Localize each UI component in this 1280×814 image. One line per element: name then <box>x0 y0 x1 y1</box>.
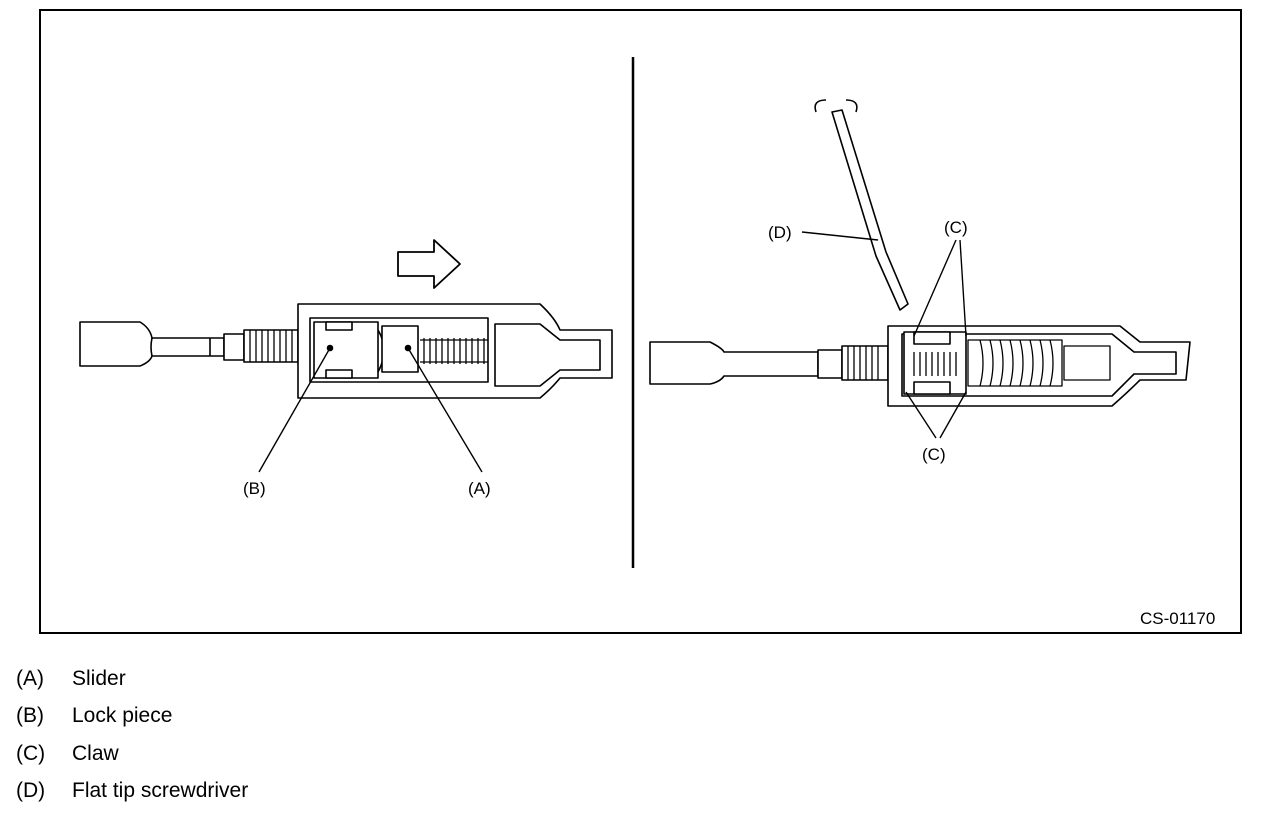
leader-line-d <box>801 231 879 241</box>
callout-a: (A) <box>468 479 491 498</box>
legend-item: (C) Claw <box>16 735 616 773</box>
legend-key: (B) <box>16 704 44 728</box>
claw-leader-lines <box>905 239 967 439</box>
legend-key: (D) <box>16 779 46 803</box>
leader-line-b <box>258 347 331 473</box>
screwdriver <box>814 99 909 311</box>
callout-c-bottom: (C) <box>922 445 946 464</box>
callout-b: (B) <box>243 479 266 498</box>
callout-d: (D) <box>768 223 792 242</box>
illustration: (B) (A) (D) <box>39 9 1242 634</box>
direction-arrow-icon <box>397 239 461 289</box>
figure-frame <box>39 9 1242 634</box>
legend-item: (D) Flat tip screwdriver <box>16 773 616 811</box>
legend-text: Slider <box>72 666 126 690</box>
right-cable-assembly <box>649 325 1191 407</box>
legend-text: Lock piece <box>72 704 173 728</box>
callout-c-top: (C) <box>944 218 968 237</box>
legend-item: (B) Lock piece <box>16 698 616 736</box>
legend: (A) Slider (B) Lock piece (C) Claw (D) F… <box>16 660 616 810</box>
legend-text: Flat tip screwdriver <box>72 779 249 803</box>
legend-key: (C) <box>16 741 46 765</box>
leader-line-a <box>407 347 483 473</box>
legend-text: Claw <box>72 741 119 765</box>
legend-item: (A) Slider <box>16 660 616 698</box>
left-cable-assembly <box>79 303 613 399</box>
figure-code: CS-01170 <box>1140 609 1215 628</box>
legend-key: (A) <box>16 666 44 690</box>
